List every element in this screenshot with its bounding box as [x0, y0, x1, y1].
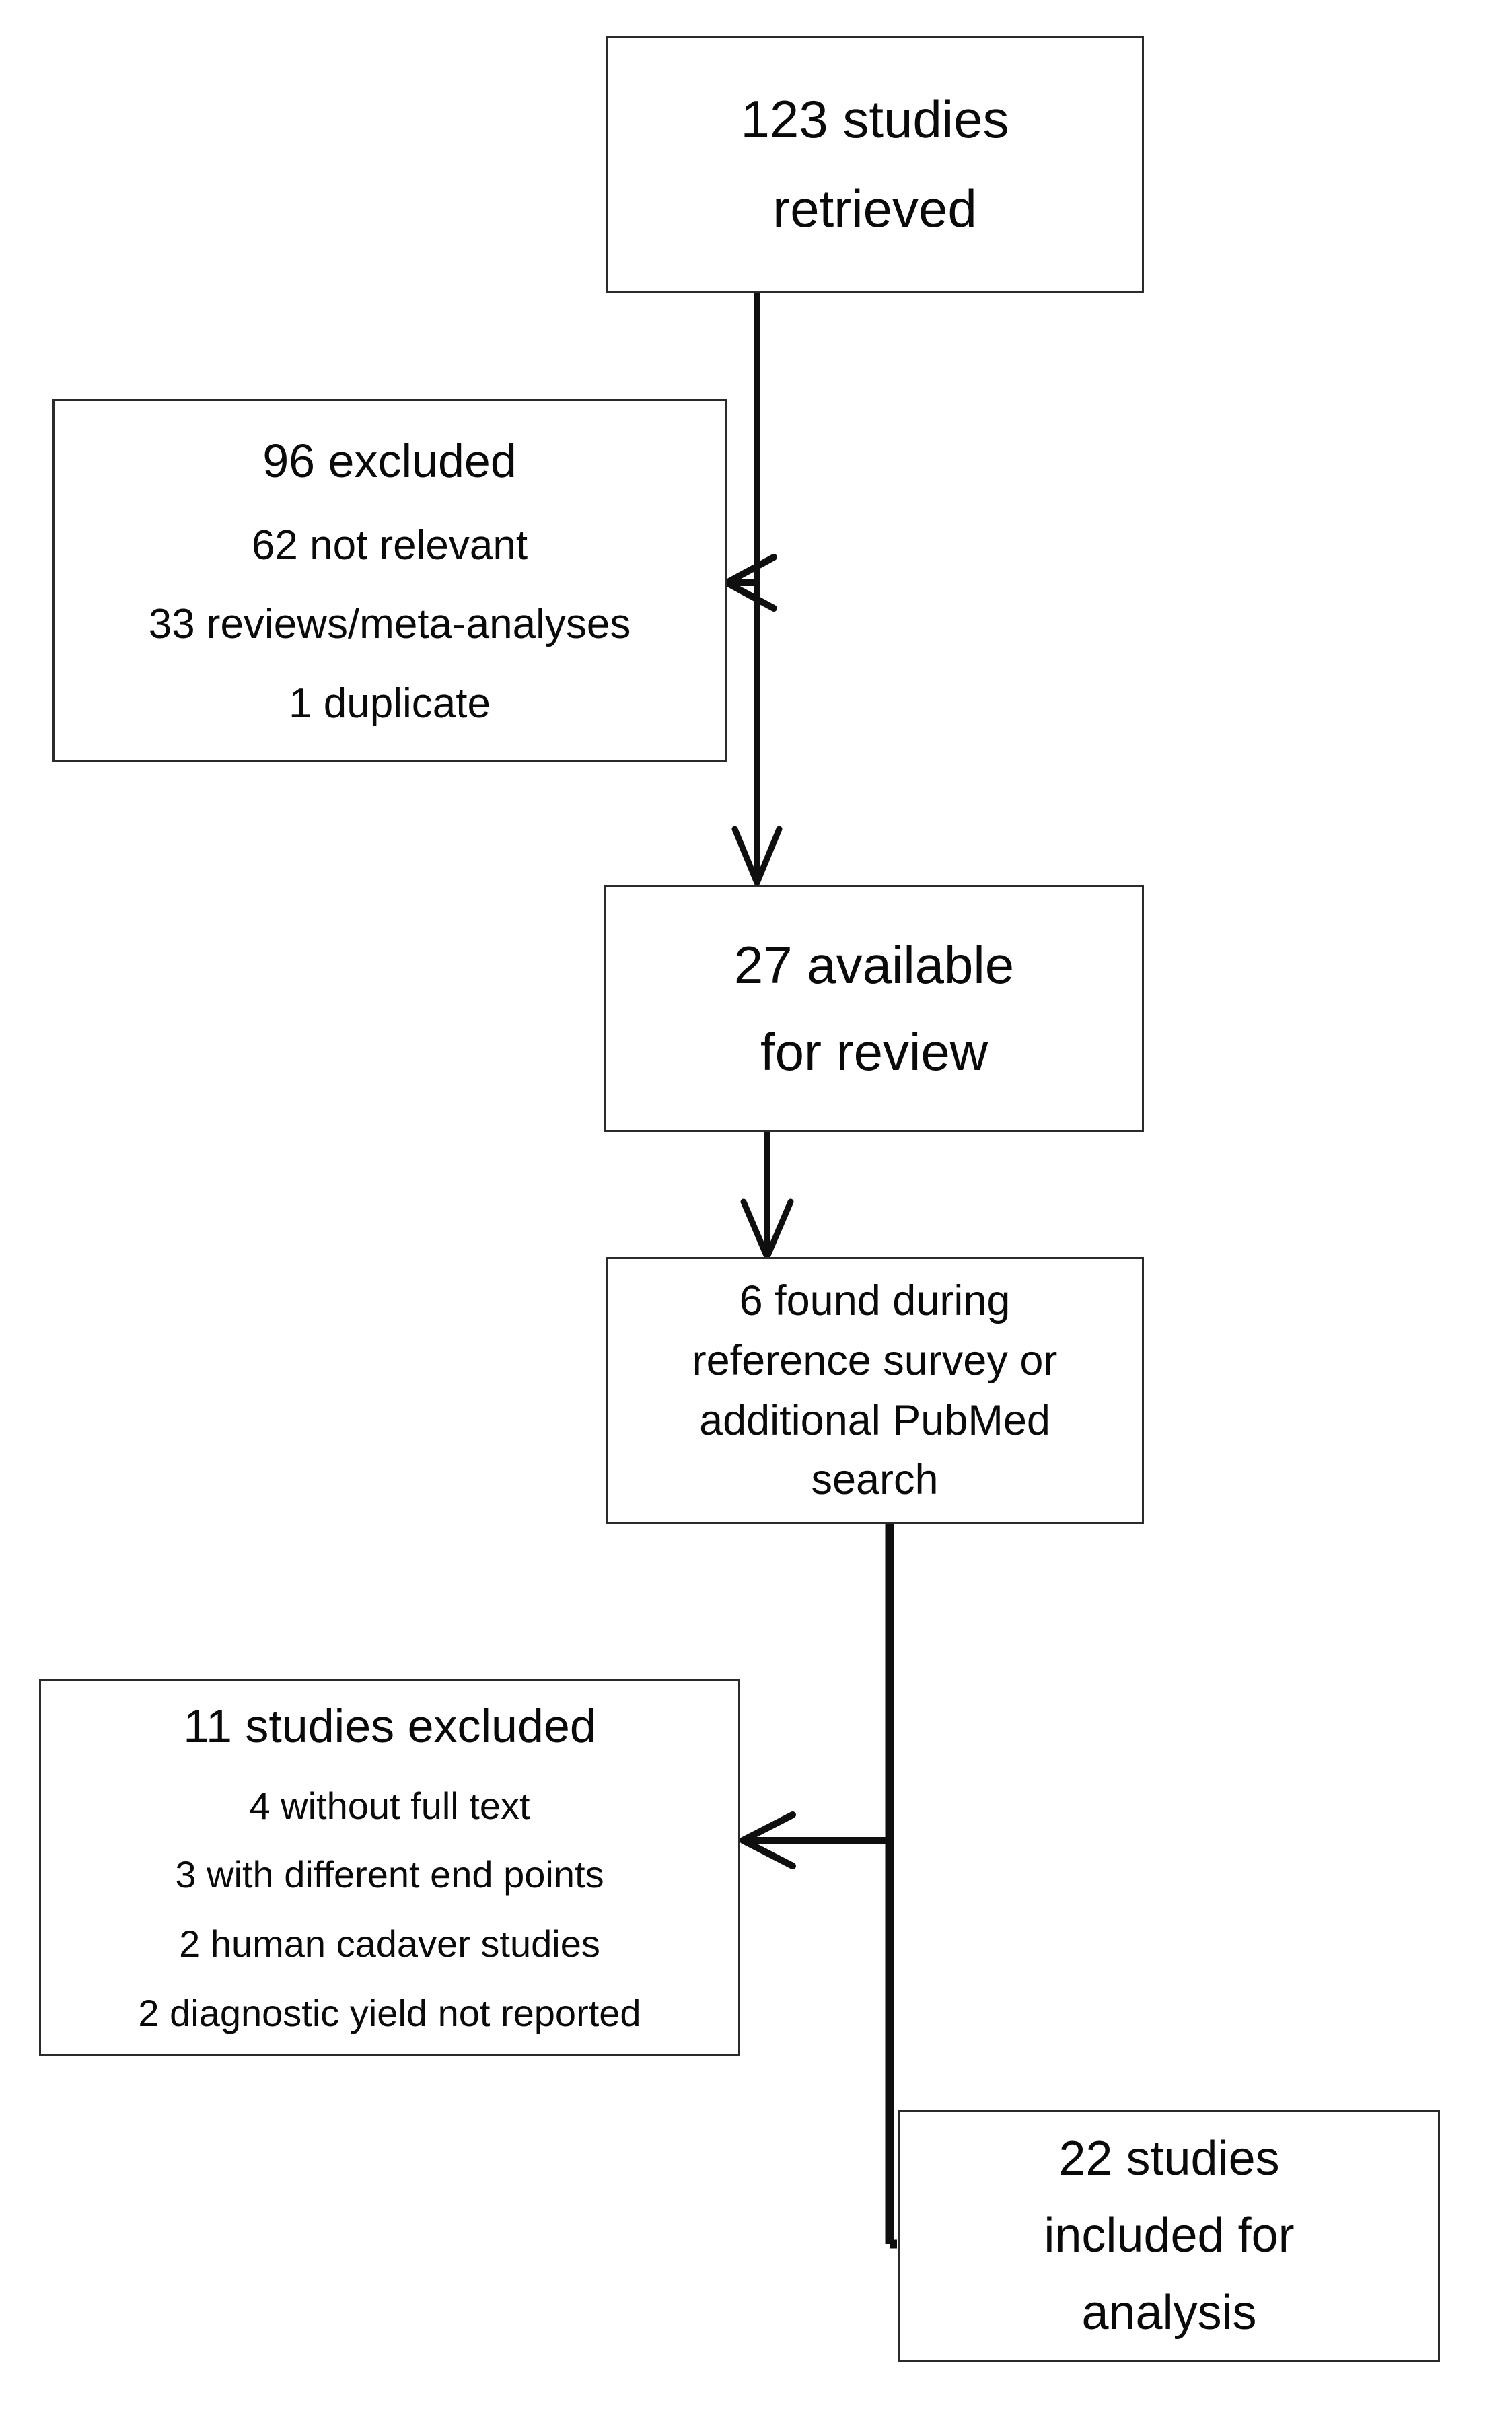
- node-22-studies-included: 22 studies included for analysis: [898, 2110, 1440, 2362]
- node-excluded11-heading: 11 studies excluded: [183, 1700, 596, 1753]
- node-excluded96-reason-2: 33 reviews/meta-analyses: [148, 601, 631, 648]
- node-6-found-reference-survey: 6 found during reference survey or addit…: [606, 1257, 1144, 1524]
- arrowhead-to-excluded11: [740, 1811, 796, 1869]
- node-excluded11-reason-4: 2 diagnostic yield not reported: [138, 1991, 641, 2034]
- node-excluded96-reason-3: 1 duplicate: [289, 680, 491, 727]
- node-included22-line-2: included for: [1044, 2208, 1295, 2263]
- node-excluded11-reason-1: 4 without full text: [249, 1784, 530, 1827]
- node-included22-line-3: analysis: [1081, 2285, 1257, 2340]
- node-excluded11-reason-2: 3 with different end points: [175, 1853, 604, 1896]
- arrowhead-to-found6: [740, 1198, 794, 1260]
- arrowhead-to-available: [731, 826, 783, 886]
- node-available-line-2: for review: [760, 1022, 988, 1081]
- node-96-excluded: 96 excluded 62 not relevant 33 reviews/m…: [52, 399, 727, 762]
- node-excluded11-reason-3: 2 human cadaver studies: [179, 1922, 600, 1966]
- node-found6-line-1: 6 found during: [739, 1277, 1011, 1325]
- node-27-available-for-review: 27 available for review: [604, 885, 1144, 1132]
- node-excluded96-heading: 96 excluded: [262, 434, 517, 487]
- arrowhead-to-excluded96: [723, 554, 777, 612]
- node-included22-line-1: 22 studies: [1058, 2131, 1280, 2186]
- node-found6-line-4: search: [811, 1456, 939, 1504]
- node-11-studies-excluded: 11 studies excluded 4 without full text …: [39, 1679, 740, 2056]
- node-retrieved-line-1: 123 studies: [740, 89, 1009, 149]
- node-retrieved-line-2: retrieved: [772, 179, 977, 238]
- node-found6-line-3: additional PubMed: [699, 1396, 1050, 1444]
- node-studies-retrieved: 123 studies retrieved: [606, 36, 1144, 293]
- node-found6-line-2: reference survey or: [692, 1336, 1058, 1384]
- node-available-line-1: 27 available: [733, 935, 1015, 995]
- node-excluded96-reason-1: 62 not relevant: [251, 522, 528, 569]
